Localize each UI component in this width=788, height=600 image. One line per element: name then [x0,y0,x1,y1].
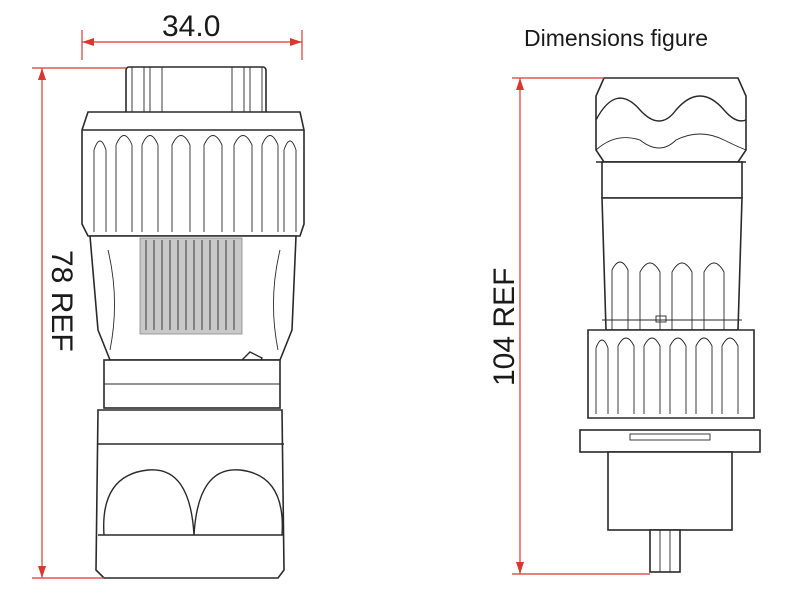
width-dimension [81,30,303,60]
left-height-dimension [32,67,126,579]
thread-band [139,237,243,335]
right-height-dimension [512,77,650,575]
width-label: 34.0 [162,10,220,43]
right-connector-drawing [579,77,761,573]
left-height-label: 78 REF [45,250,78,352]
right-knurl [595,337,739,414]
figure-title: Dimensions figure [524,25,708,51]
right-height-label: 104 REF [488,268,521,386]
right-ribs [611,261,725,330]
knurl-ribs [93,135,297,232]
left-connector-drawing [81,66,305,579]
